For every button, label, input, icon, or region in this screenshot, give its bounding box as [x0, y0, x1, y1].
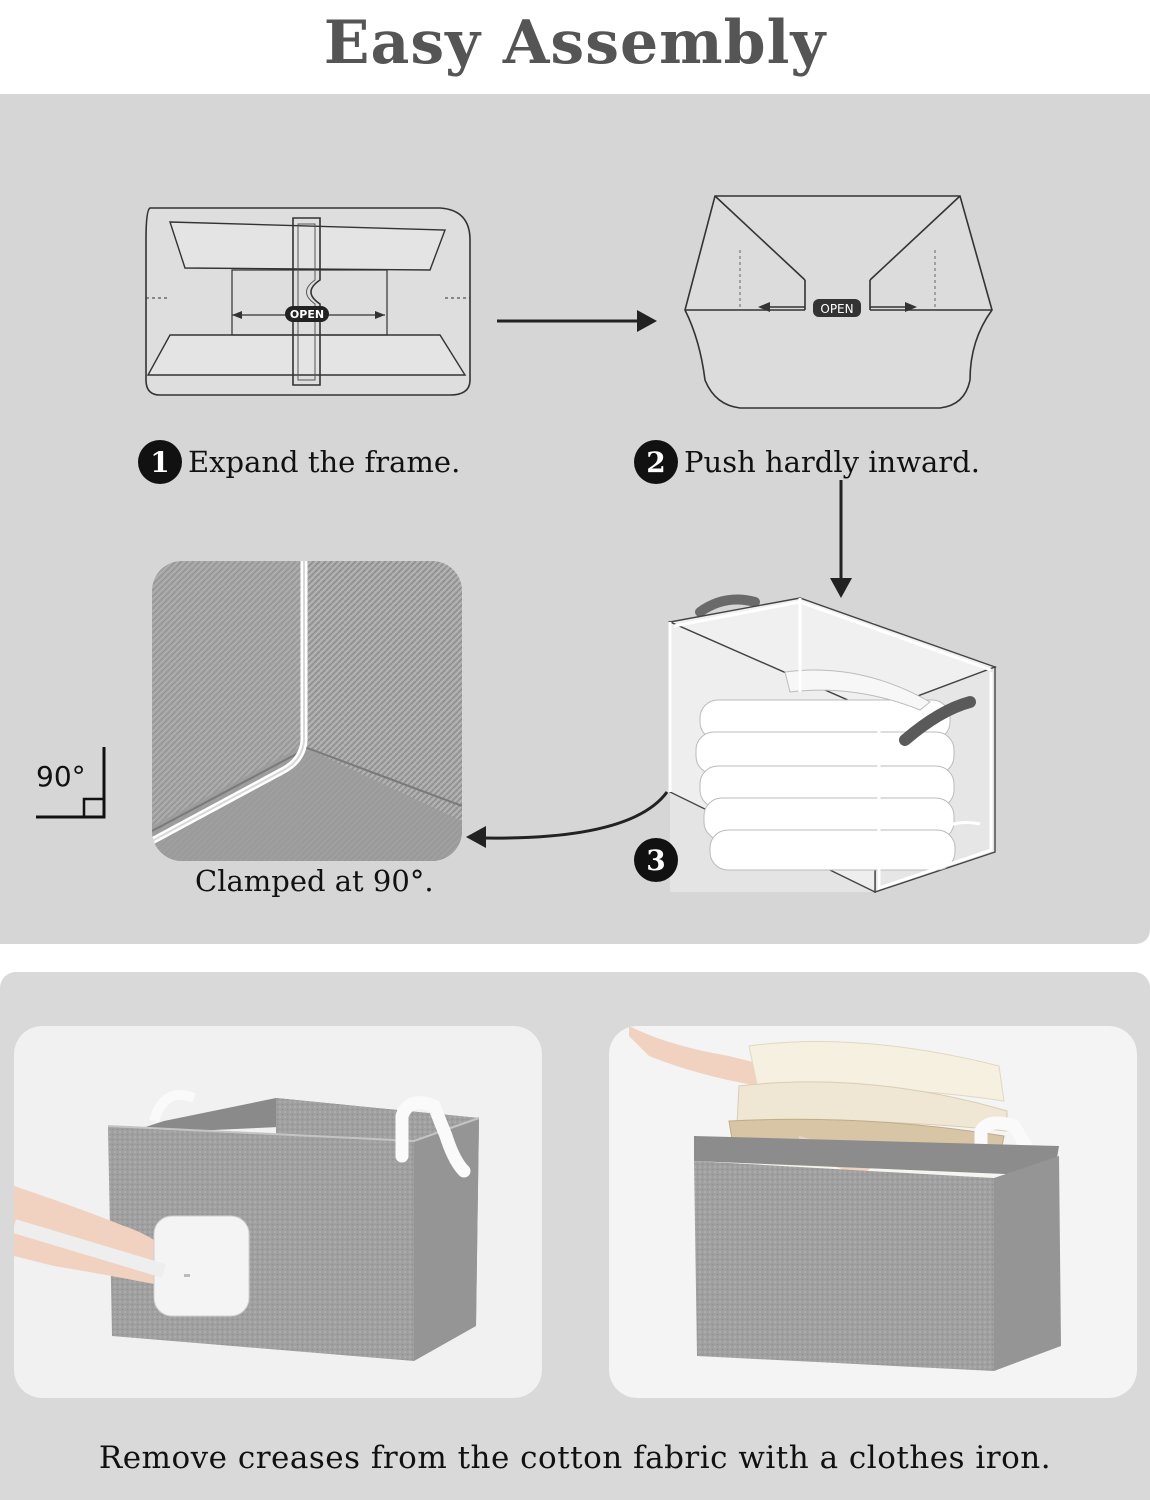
- arrow-right-icon: [497, 310, 657, 332]
- open-tag-label-2: OPEN: [820, 302, 853, 316]
- step3-assembled-box-diagram: [667, 594, 998, 894]
- bottom-caption: Remove creases from the cotton fabric wi…: [98, 1440, 1052, 1476]
- step1-text: Expand the frame.: [188, 445, 461, 479]
- step2-pushed-box-diagram: OPEN: [684, 195, 993, 409]
- clamp-caption: Clamped at 90°.: [195, 864, 434, 898]
- steaming-basket-photo: [14, 1026, 542, 1398]
- page-title: Easy Assembly: [323, 8, 827, 78]
- angle-label: 90°: [36, 760, 86, 793]
- step2-number-badge: 2: [634, 440, 678, 484]
- curved-arrow-left-icon: [466, 791, 669, 848]
- placing-towels-photo: [609, 1026, 1137, 1398]
- clamp-closeup-image: [152, 561, 462, 861]
- step1-folded-box-diagram: OPEN: [145, 207, 471, 396]
- arrow-down-icon: [830, 480, 852, 598]
- step2-text: Push hardly inward.: [684, 445, 980, 479]
- step3-number-badge: 3: [634, 838, 678, 882]
- step1-label: 1 Expand the frame.: [138, 440, 460, 484]
- right-angle-icon: [36, 747, 106, 819]
- step1-number-badge: 1: [138, 440, 182, 484]
- towel-stack: [695, 669, 956, 871]
- open-tag-label: OPEN: [290, 308, 324, 321]
- step2-label: 2 Push hardly inward.: [634, 440, 980, 484]
